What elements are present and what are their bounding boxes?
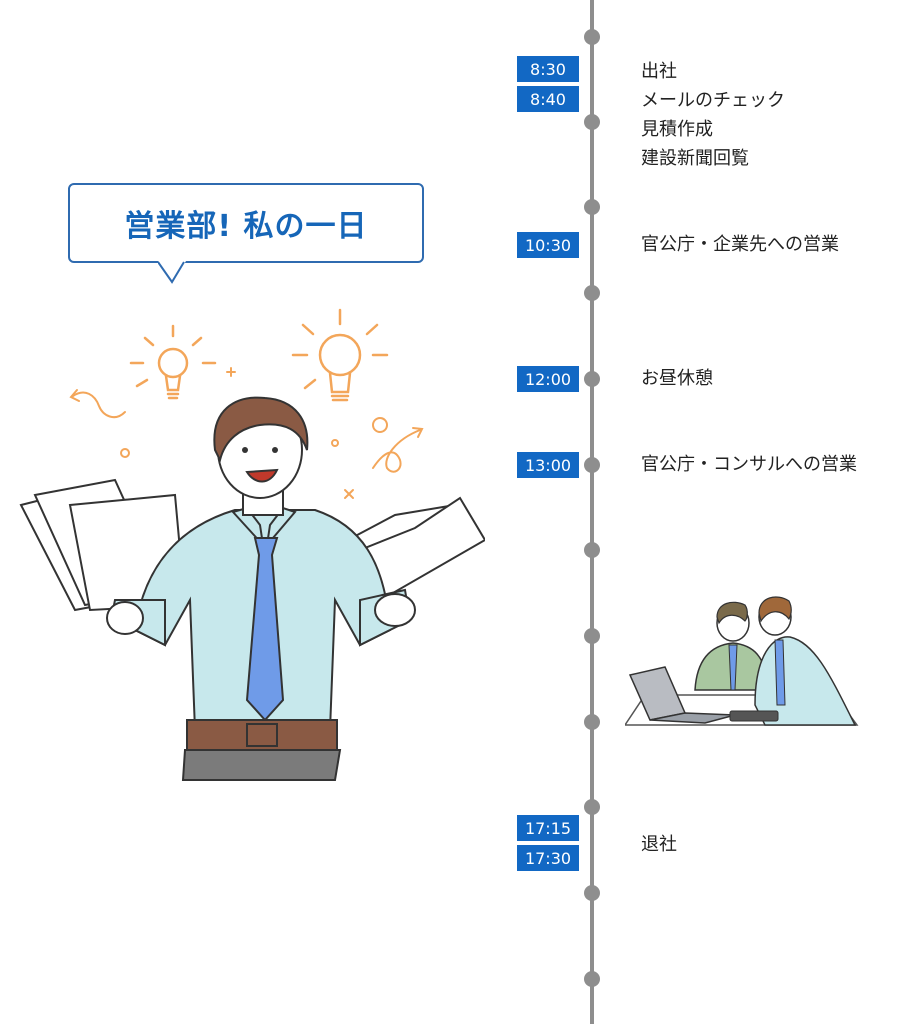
time-badge: 13:00 bbox=[517, 452, 579, 478]
event-text: 見積作成 bbox=[641, 119, 713, 140]
time-badge: 8:40 bbox=[517, 86, 579, 112]
timeline-dot bbox=[584, 457, 600, 473]
time-badge: 10:30 bbox=[517, 232, 579, 258]
event-text: 官公庁・コンサルへの営業 bbox=[641, 454, 857, 475]
event-text: お昼休憩 bbox=[641, 368, 713, 389]
event-text: メールのチェック bbox=[641, 90, 785, 111]
tie-icon bbox=[245, 537, 285, 722]
hair-icon bbox=[213, 396, 309, 463]
timeline-dot bbox=[584, 714, 600, 730]
timeline-line bbox=[590, 0, 594, 1024]
timeline-dot bbox=[584, 971, 600, 987]
time-badge: 12:00 bbox=[517, 366, 579, 392]
bubble-tail bbox=[158, 261, 186, 284]
lightbulb-icon bbox=[129, 324, 217, 400]
event-text: 出社 bbox=[641, 61, 677, 82]
event-text: 建設新聞回覧 bbox=[641, 148, 749, 169]
event-text: 官公庁・企業先への営業 bbox=[641, 234, 839, 255]
timeline-dot bbox=[584, 799, 600, 815]
timeline-dot bbox=[584, 29, 600, 45]
event-text: 退社 bbox=[641, 834, 677, 855]
timeline-dot bbox=[584, 285, 600, 301]
colleagues-at-laptop-illustration bbox=[625, 596, 859, 726]
lightbulb-icon bbox=[291, 308, 389, 402]
timeline-dot bbox=[584, 371, 600, 387]
doodle-icon bbox=[69, 367, 424, 499]
timeline-dot bbox=[584, 114, 600, 130]
time-badge: 8:30 bbox=[517, 56, 579, 82]
timeline-dot bbox=[584, 199, 600, 215]
time-badge: 17:15 bbox=[517, 815, 579, 841]
timeline-dot bbox=[584, 542, 600, 558]
businessman-holding-papers-illustration bbox=[19, 308, 485, 781]
timeline-dot bbox=[584, 885, 600, 901]
title-bubble: 営業部! 私の一日 bbox=[68, 183, 424, 263]
timeline-dot bbox=[584, 628, 600, 644]
papers-left-icon bbox=[19, 478, 187, 612]
page-title: 営業部! 私の一日 bbox=[124, 209, 368, 244]
time-badge: 17:30 bbox=[517, 845, 579, 871]
